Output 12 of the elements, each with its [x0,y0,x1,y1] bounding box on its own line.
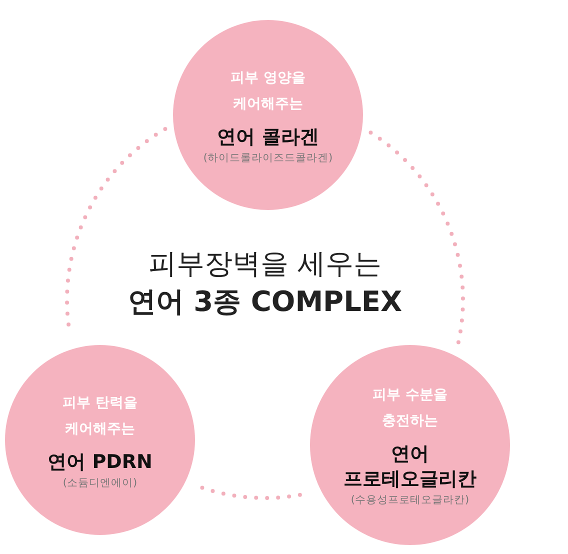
ingredient-name: 연어 프로테오글리칸 [342,442,478,492]
benefit-text: 피부 영양을 케어해주는 [230,68,306,114]
benefit-text: 피부 수분을 충전하는 [372,386,448,431]
ingredient-note: (소듐디엔에이) [62,476,138,490]
dotted-arc [368,130,465,344]
complex-title: 연어 3종 COMPLEX [126,284,404,320]
ingredient-name: 연어 PDRN [46,450,154,474]
ingredient-note: (하이드롤라이즈드콜라겐) [203,150,333,166]
ingredient-note: (수용성프로테오글라칸) [350,493,470,508]
heading-text: 피부장벽을 세우는 [148,246,382,282]
benefit-text: 피부 탄력을 케어해주는 [62,394,138,438]
ingredient-name: 연어 콜라겐 [216,124,320,150]
